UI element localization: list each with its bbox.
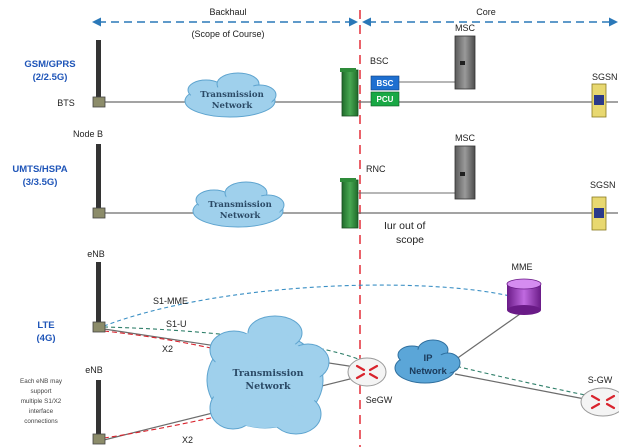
umts-tech-label: UMTS/HSPA [12,164,67,175]
ip-network-label: IP [424,353,434,364]
ip-network-cloud-icon [394,339,461,384]
x2-bottom-label: X2 [182,435,193,445]
umts-cloud-sublabel: Network [220,211,262,221]
umts-sgsn-label: SGSN [590,180,616,190]
core-title: Core [476,7,496,17]
backhaul-title: Backhaul [209,7,246,17]
lte-cloud-label: Transmission [232,368,303,379]
bsc-cabinet-icon [341,69,359,117]
rnc-cabinet-icon [341,179,359,229]
nodeb-label: Node B [73,129,103,139]
ip-sgw-link [454,373,591,401]
lte-tech-label: LTE [37,320,54,331]
umts-generation-label: (3/3.5G) [23,177,58,188]
sgw-router-icon [580,387,619,417]
s1-mme-label: S1-MME [153,296,188,306]
nodeb-cabinet-icon [92,207,106,219]
side-note-line: multiple S1/X2 [21,398,62,405]
gsm-row: GSM/GPRS (2/2.5G) BTS Transmission Netwo… [24,23,618,118]
gsm-generation-label: (2/2.5G) [33,72,68,83]
bts-antenna-icon [96,40,101,97]
nodeb-antenna-icon [96,144,101,208]
bts-label: BTS [57,98,75,108]
gsm-sgsn-panel [594,95,604,105]
gsm-msc-server-detail [460,61,465,65]
core-arrow [362,17,618,27]
gsm-cloud-label: Transmission [200,90,264,100]
gsm-transmission-cloud-icon [184,72,277,118]
enb-top-label: eNB [87,249,105,259]
backhaul-subtitle: (Scope of Course) [191,29,264,39]
bsc-box-label: BSC [377,79,394,88]
enb-bottom-label: eNB [85,365,103,375]
rnc-cabinet-top [340,178,356,182]
segw-router-icon [347,357,387,387]
bsc-label: BSC [370,56,389,66]
sgw-label: S-GW [588,375,613,385]
iur-note-scope: scope [396,234,424,246]
umts-transmission-cloud-icon [192,181,285,228]
enb-bottom-cabinet-icon [92,433,106,445]
ip-mme-link [451,313,521,363]
enb-top-antenna-icon [96,262,101,323]
mme-label: MME [512,262,533,272]
s1-mme-link [103,284,511,327]
x2-top-label: X2 [162,344,173,354]
side-note-line: support [30,388,51,395]
enb-bottom-antenna-icon [96,380,101,435]
lte-row: eNB LTE (4G) eNB Each eNB may support mu… [20,249,619,445]
side-note-line: Each eNB may [20,378,63,385]
lte-generation-label: (4G) [37,333,56,344]
bsc-box [370,75,400,91]
s1-u-label: S1-U [166,319,187,329]
side-note-line: interface [29,408,54,415]
umts-msc-label: MSC [455,133,476,143]
rnc-label: RNC [366,164,386,174]
umts-cloud-label: Transmission [208,200,272,210]
gsm-tech-label: GSM/GPRS [24,59,75,70]
lte-cloud-sublabel: Network [245,381,291,392]
segw-label: SeGW [366,395,393,405]
lte-transmission-cloud-icon [206,315,330,435]
pcu-box [370,91,400,107]
mme-database-icon [506,278,542,315]
gsm-msc-label: MSC [455,23,476,33]
ip-network-sublabel: Network [409,366,447,377]
side-note-line: connections [24,418,58,425]
iur-note: Iur out of [384,220,426,232]
umts-msc-server-detail [460,172,465,176]
gsm-sgsn-label: SGSN [592,72,618,82]
backhaul-arrow [92,17,358,27]
bts-cabinet-icon [92,96,106,108]
umts-row: Node B UMTS/HSPA (3/3.5G) Transmission N… [12,129,618,246]
enb-top-cabinet-icon [92,321,106,333]
gsm-cloud-sublabel: Network [212,101,254,111]
bsc-cabinet-top [340,68,356,72]
pcu-box-label: PCU [377,95,394,104]
umts-sgsn-panel [594,208,604,218]
